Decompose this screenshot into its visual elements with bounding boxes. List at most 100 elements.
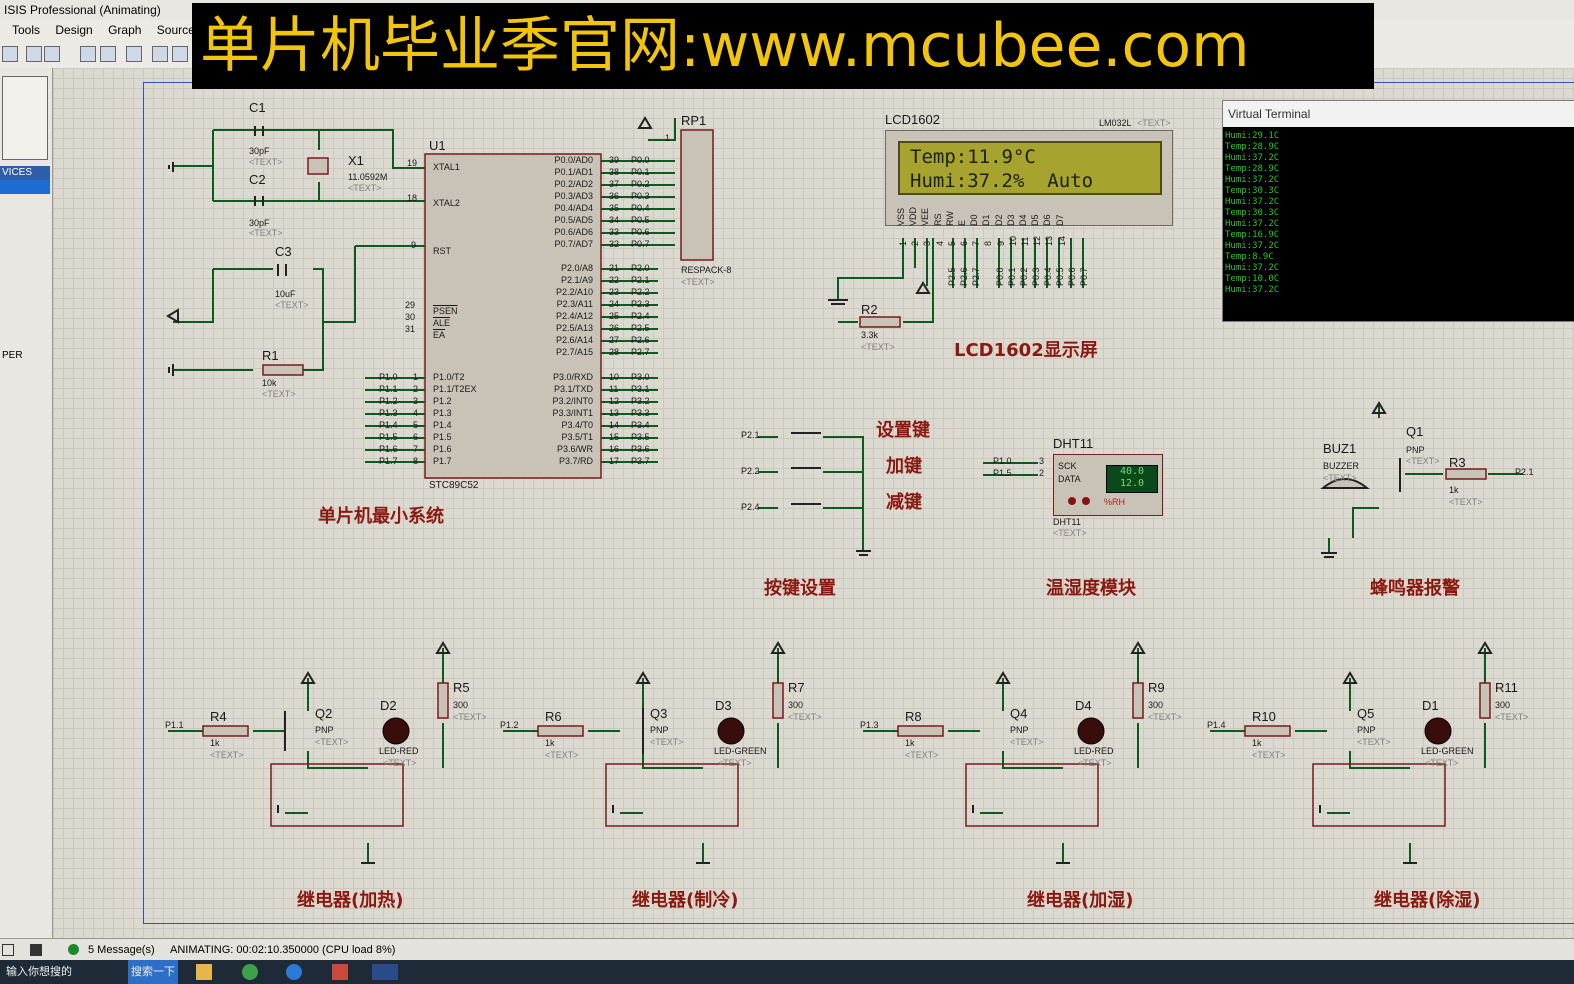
- pause-icon[interactable]: [30, 944, 42, 956]
- terminal-line: Humi:29.1C: [1225, 131, 1280, 141]
- relay-net: P1.2: [500, 720, 519, 730]
- text-placeholder: <TEXT>: [348, 183, 382, 193]
- mcu-pin-num: 32: [609, 239, 620, 249]
- terminal-line: Humi:37.2C: [1225, 241, 1280, 251]
- search-input-hint[interactable]: 输入你想搜的: [6, 966, 72, 978]
- transistor-ref: Q2: [315, 706, 333, 721]
- mcu-pin-name: P1.3: [433, 408, 452, 418]
- menu-design[interactable]: Design: [55, 23, 93, 37]
- overview-thumbnail[interactable]: [2, 76, 48, 160]
- search-button[interactable]: 搜索一下: [128, 960, 178, 984]
- lcd-net-label: P0.3: [1031, 267, 1041, 286]
- schematic-canvas[interactable]: U1 STC89C52 XTAL1 19 XTAL2 18 RST 9 PSEN…: [53, 68, 1574, 938]
- zoom-in-icon[interactable]: [172, 46, 188, 62]
- lcd1602-module: Temp:11.9°C Humi:37.2% Auto: [885, 130, 1173, 226]
- dht-ref: DHT11: [1053, 436, 1094, 451]
- led-ref: D4: [1075, 698, 1092, 713]
- origin-icon[interactable]: [126, 46, 142, 62]
- lcd-pin-name: D4: [1018, 214, 1028, 226]
- print-icon[interactable]: [26, 46, 42, 62]
- relay1-body: [270, 763, 404, 827]
- lcd-pin-name: D7: [1054, 214, 1065, 226]
- resistor-ref: R4: [210, 709, 227, 724]
- buzzer-part: BUZZER: [1323, 461, 1359, 471]
- mcu-pin-name: P3.1/TXD: [553, 384, 593, 394]
- net-label: P2.6: [631, 335, 650, 345]
- net-label: P0.4: [631, 203, 650, 213]
- mcu-pin-xtal1: XTAL1: [433, 162, 460, 172]
- menu-tools[interactable]: Tools: [12, 23, 41, 37]
- resistor-value: 1k: [1252, 738, 1262, 748]
- mcu-pin-name: P2.7/A15: [555, 347, 593, 357]
- d3-led: [717, 717, 745, 745]
- d1-led: [1424, 717, 1452, 745]
- text-placeholder: <TEXT>: [681, 277, 715, 287]
- lcd-net-label: P0.1: [1007, 267, 1017, 286]
- key-net-label: P2.1: [741, 430, 760, 440]
- text-placeholder: <TEXT>: [1406, 456, 1440, 466]
- mcu-pin-num: 17: [609, 456, 620, 466]
- isis-icon[interactable]: [372, 964, 398, 980]
- text-placeholder: <TEXT>: [1323, 473, 1357, 483]
- lcd-part: LM032L: [1099, 118, 1132, 128]
- grid-icon[interactable]: [100, 46, 116, 62]
- led-ref: D3: [715, 698, 732, 713]
- net-label: P1.6: [379, 444, 398, 454]
- net-label: P3.7: [631, 456, 650, 466]
- terminal-line: Humi:37.2C: [1225, 175, 1280, 185]
- net-label: P2.3: [631, 299, 650, 309]
- relay4-body: [1312, 763, 1446, 827]
- stop-icon[interactable]: [2, 944, 14, 956]
- mcu-pin-name: P1.4: [433, 420, 452, 430]
- message-count[interactable]: 5 Message(s): [88, 944, 155, 956]
- r2-value: 3.3k: [861, 330, 879, 340]
- watermark-banner: 单片机毕业季官网:www.mcubee.com: [192, 3, 1374, 89]
- r3-body: [1445, 468, 1487, 480]
- terminal-line: Humi:37.2C: [1225, 197, 1280, 207]
- text-placeholder: <TEXT>: [861, 342, 895, 352]
- virtual-terminal-title[interactable]: Virtual Terminal: [1223, 101, 1574, 127]
- resistor-value: 300: [453, 700, 469, 710]
- dht-pin-num: 3: [1039, 456, 1045, 466]
- refresh-icon[interactable]: [80, 46, 96, 62]
- r10-body: [1244, 725, 1291, 737]
- mcu-pin-num: 6: [413, 432, 419, 442]
- menu-graph[interactable]: Graph: [108, 23, 142, 37]
- device-list-item[interactable]: PER: [2, 350, 23, 361]
- mcu-pin-name: P0.4/AD4: [554, 203, 593, 213]
- text-placeholder: <TEXT>: [1137, 118, 1171, 128]
- r1-body: [262, 364, 304, 376]
- r8-body: [897, 725, 944, 737]
- edge-icon[interactable]: [286, 964, 302, 980]
- dht-button-icon[interactable]: [1068, 497, 1076, 505]
- device-list-selected[interactable]: [0, 180, 50, 194]
- browser-icon[interactable]: [242, 964, 258, 980]
- mcu-body: [424, 153, 602, 479]
- mcu-pin-num: 33: [609, 227, 620, 237]
- text-placeholder: <TEXT>: [1078, 758, 1112, 768]
- lcd-pin-num: 6: [959, 240, 969, 246]
- lcd-pin-num: 12: [1032, 235, 1043, 246]
- resistor-value: 300: [1148, 700, 1164, 710]
- terminal-line: Humi:37.2C: [1225, 219, 1280, 229]
- net-label: P1.1: [379, 384, 398, 394]
- lcd-pin-name: E: [957, 219, 967, 226]
- pan-icon[interactable]: [152, 46, 168, 62]
- mcu-pin-num: 5: [413, 420, 419, 430]
- lcd-pin-name: RS: [932, 213, 943, 226]
- folder-icon[interactable]: [196, 964, 212, 980]
- dht-button-icon[interactable]: [1082, 497, 1090, 505]
- resistor-ref: R10: [1252, 709, 1276, 724]
- lcd-pin-name: RW: [944, 211, 955, 226]
- terminal-line: Humi:37.2C: [1225, 285, 1280, 295]
- app-icon[interactable]: [332, 964, 348, 980]
- text-placeholder: <TEXT>: [1425, 758, 1459, 768]
- mcu-pin-name: P2.3/A11: [556, 299, 593, 309]
- menu-source[interactable]: Source: [156, 23, 195, 37]
- lcd-pin-name: VSS: [896, 207, 906, 226]
- save-icon[interactable]: [2, 46, 18, 62]
- print-setup-icon[interactable]: [44, 46, 60, 62]
